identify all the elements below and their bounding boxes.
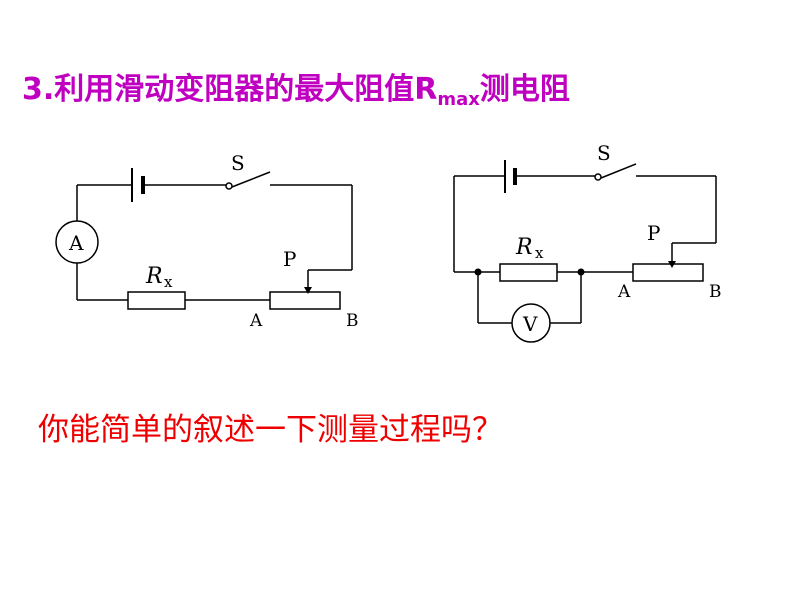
slider-label: P	[283, 247, 296, 271]
slider-arrow-icon	[668, 261, 676, 268]
slide-title: 3.利用滑动变阻器的最大阻值Rmax测电阻	[22, 70, 570, 120]
rheostat-end-b-label: B	[709, 282, 722, 302]
title-end: 测电阻	[479, 72, 570, 107]
resistor-subscript: x	[164, 273, 173, 291]
slider-label: P	[647, 221, 660, 245]
resistor-rx	[499, 263, 558, 282]
switch-label: S	[597, 141, 611, 165]
rheostat-body	[269, 291, 341, 310]
question-text: 你能简单的叙述一下测量过程吗？	[38, 412, 503, 448]
rheostat-end-a-label: A	[249, 311, 263, 331]
title-main: 3.利用滑动变阻器的最大阻值R	[22, 72, 438, 107]
rheostat-body	[632, 263, 704, 282]
switch-blade	[600, 163, 637, 179]
title-subscript: max	[437, 89, 480, 110]
switch-label: S	[231, 151, 245, 175]
resistor-subscript: x	[535, 244, 544, 262]
junction-dot-right-icon	[577, 268, 585, 276]
slider-arrow-icon	[304, 287, 312, 294]
resistor-label: R	[145, 264, 163, 289]
ammeter-label: A	[68, 231, 84, 255]
resistor-label: R	[515, 235, 533, 260]
rheostat-end-b-label: B	[346, 311, 359, 331]
junction-dot-left-icon	[474, 268, 482, 276]
rheostat-end-a-label: A	[617, 282, 631, 302]
voltmeter-label: V	[522, 312, 538, 336]
switch-blade	[231, 171, 271, 188]
switch-contact-icon	[225, 182, 233, 190]
switch-contact-icon	[594, 173, 602, 181]
